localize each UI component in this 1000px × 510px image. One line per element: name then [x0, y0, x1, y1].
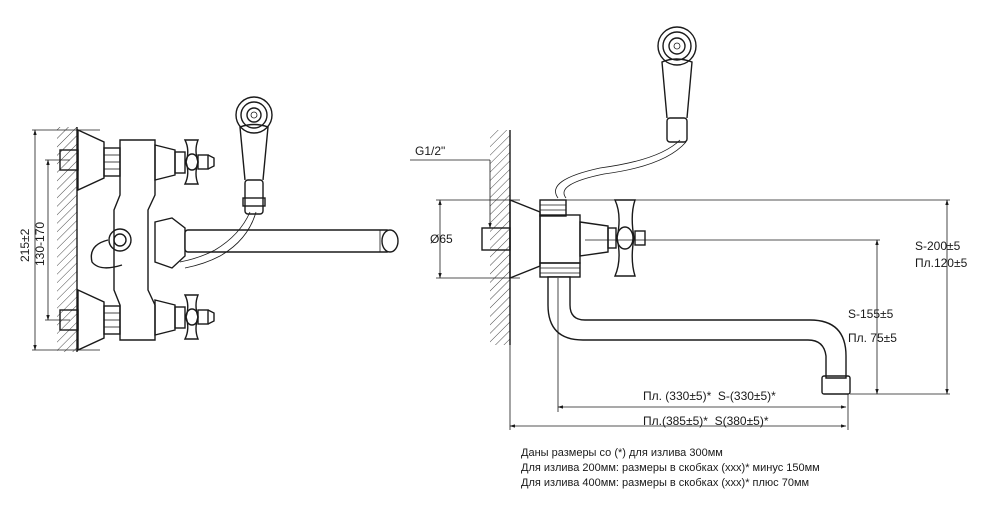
- lower-valve-handle: [154, 294, 215, 340]
- diverter-knob: [90, 228, 132, 269]
- height-pl-top-label: Пл.120±5: [915, 256, 968, 270]
- wall-hatch-front: [57, 127, 77, 352]
- side-spout: [547, 276, 851, 395]
- mixer-body: [113, 139, 156, 341]
- front-shower-hose: [179, 211, 251, 263]
- height-pl-spout-label: Пл. 75±5: [848, 331, 897, 345]
- front-shower-head: [235, 96, 273, 215]
- side-shower-head: [657, 26, 697, 143]
- height-s-top-label: S-200±5: [915, 239, 961, 253]
- reach-long-label: Пл.(385±5)* S(380±5)*: [643, 414, 769, 428]
- notes: Даны размеры со (*) для излива 300мм Для…: [521, 447, 820, 489]
- flange-diameter-label: Ø65: [430, 232, 453, 246]
- thread-label: G1/2": [415, 144, 445, 158]
- note-line-3: Для излива 400мм: размеры в скобках (ххх…: [521, 477, 809, 489]
- height-s-spout-label: S-155±5: [848, 307, 894, 321]
- wall-hatch-side: [490, 130, 510, 345]
- side-mixer-body: [539, 199, 609, 278]
- overall-height-label: 215±2: [18, 228, 32, 262]
- side-view: G1/2" Ø65 S-200±5 Пл.120±5 S-155±5 Пл. 7…: [410, 26, 968, 430]
- upper-valve-handle: [154, 139, 215, 185]
- lower-eccentric: [59, 288, 121, 352]
- front-view: 215±2 130-170: [18, 96, 399, 352]
- note-line-2: Для излива 200мм: размеры в скобках (ххх…: [521, 462, 820, 474]
- side-valve-handle: [607, 199, 646, 277]
- note-line-1: Даны размеры со (*) для излива 300мм: [521, 447, 723, 459]
- side-shower-hose: [555, 139, 681, 199]
- reach-short-label: Пл. (330±5)* S-(330±5)*: [643, 389, 776, 403]
- front-spout: [154, 217, 399, 269]
- center-distance-label: 130-170: [33, 222, 47, 266]
